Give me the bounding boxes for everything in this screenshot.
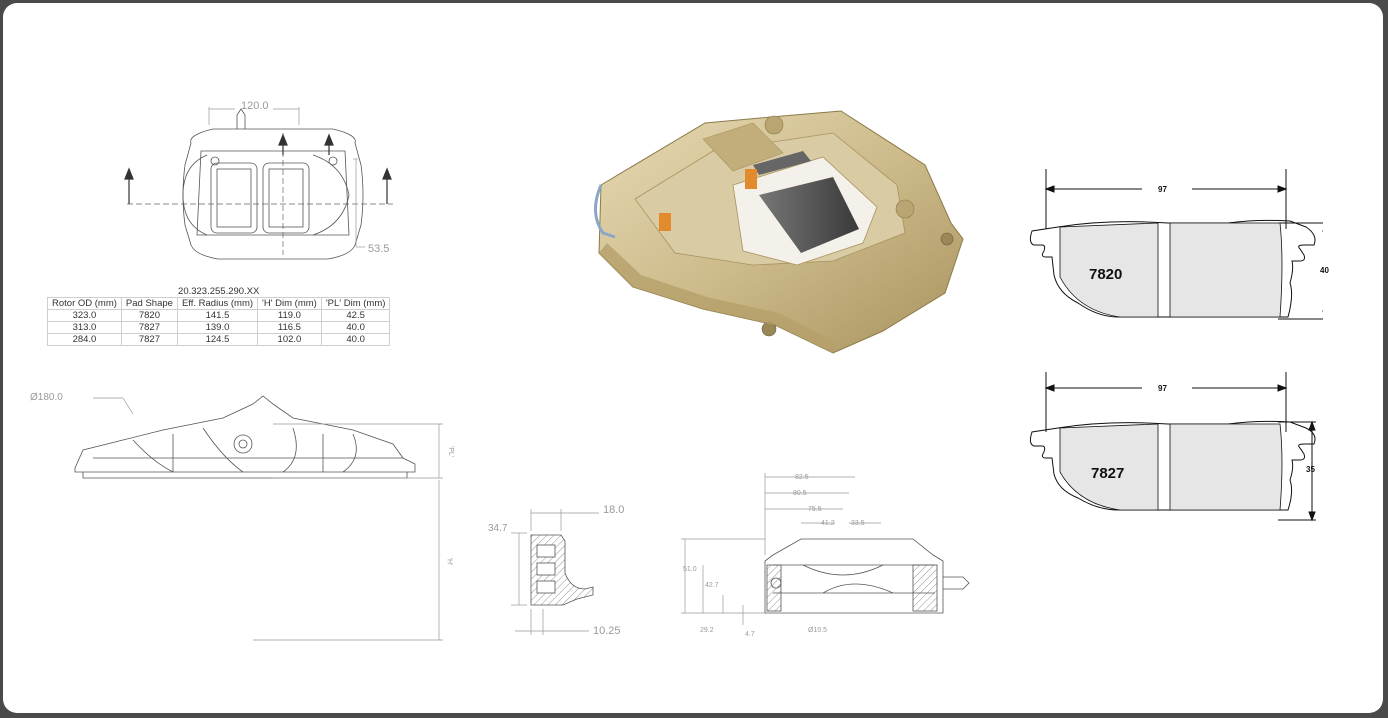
pad-shape-label: 7820 xyxy=(1089,266,1123,283)
end-dimension: 33.5 xyxy=(851,520,865,527)
end-dimension: 42.7 xyxy=(705,582,719,589)
end-dimension: 51.0 xyxy=(683,566,697,573)
table-cell: 116.5 xyxy=(257,321,322,334)
pl-dimension-label: 'PL' xyxy=(447,445,455,458)
caliper-3d-rendering xyxy=(594,110,964,354)
column-header: 'H' Dim (mm) xyxy=(257,297,322,310)
pad-shape-label: 7827 xyxy=(1091,465,1125,482)
table-cell: 313.0 xyxy=(47,321,122,334)
caliper-end-view-drawing xyxy=(681,473,970,625)
end-dimension: 29.2 xyxy=(700,627,714,634)
table-cell: 7827 xyxy=(120,333,178,346)
table-cell: 40.0 xyxy=(320,321,391,334)
spec-table: 20.323.255.290.XX Rotor OD (mm) Pad Shap… xyxy=(47,286,391,346)
end-dimension: 4.7 xyxy=(745,631,755,638)
rotor-diameter-dimension: Ø180.0 xyxy=(30,392,63,403)
end-dimension: 80.5 xyxy=(793,490,807,497)
table-cell: 102.0 xyxy=(257,333,322,346)
pad-7827-drawing xyxy=(1029,372,1316,522)
table-cell: 40.0 xyxy=(320,333,391,346)
section-bottom-dimension: 10.25 xyxy=(593,625,621,637)
table-cell: 141.5 xyxy=(176,309,259,322)
table-cell: 284.0 xyxy=(47,333,122,346)
top-offset-dimension: 53.5 xyxy=(368,243,390,255)
column-header: Eff. Radius (mm) xyxy=(176,297,259,310)
h-dimension-label: 'H' xyxy=(445,557,453,566)
table-row: 323.0 7820 141.5 119.0 42.5 xyxy=(47,309,391,322)
pad-height-dimension: 35 xyxy=(1306,465,1315,474)
caliper-top-view-drawing xyxy=(124,107,393,260)
drawing-sheet: 120.0 53.5 20.323.255.290.XX Rotor OD (m… xyxy=(3,3,1383,713)
table-row: 284.0 7827 124.5 102.0 40.0 xyxy=(47,333,391,346)
end-dimension: 41.2 xyxy=(821,520,835,527)
table-header-row: Rotor OD (mm) Pad Shape Eff. Radius (mm)… xyxy=(47,297,391,310)
pad-width-dimension: 97 xyxy=(1158,185,1167,194)
pad-width-dimension: 97 xyxy=(1158,384,1167,393)
table-cell: 42.5 xyxy=(320,309,391,322)
section-top-dimension: 18.0 xyxy=(603,504,625,516)
table-cell: 119.0 xyxy=(257,309,322,322)
table-cell: 323.0 xyxy=(47,309,122,322)
pad-7820-drawing xyxy=(1029,169,1323,320)
column-header: Pad Shape xyxy=(120,297,178,310)
table-row: 313.0 7827 139.0 116.5 40.0 xyxy=(47,321,391,334)
table-cell: 139.0 xyxy=(176,321,259,334)
column-header: Rotor OD (mm) xyxy=(47,297,122,310)
end-dimension: 75.5 xyxy=(808,506,822,513)
column-header: 'PL' Dim (mm) xyxy=(320,297,391,310)
part-number: 20.323.255.290.XX xyxy=(47,286,390,298)
caliper-side-view-drawing xyxy=(74,395,443,641)
pad-height-dimension: 40 xyxy=(1320,266,1329,275)
end-dimension: 82.5 xyxy=(795,474,809,481)
end-dimension: Ø10.5 xyxy=(808,627,828,634)
table-cell: 7820 xyxy=(120,309,178,322)
top-width-dimension: 120.0 xyxy=(241,100,269,112)
table-cell: 124.5 xyxy=(176,333,259,346)
table-cell: 7827 xyxy=(120,321,178,334)
caliper-section-drawing xyxy=(511,509,599,635)
section-height-dimension: 34.7 xyxy=(488,523,508,534)
